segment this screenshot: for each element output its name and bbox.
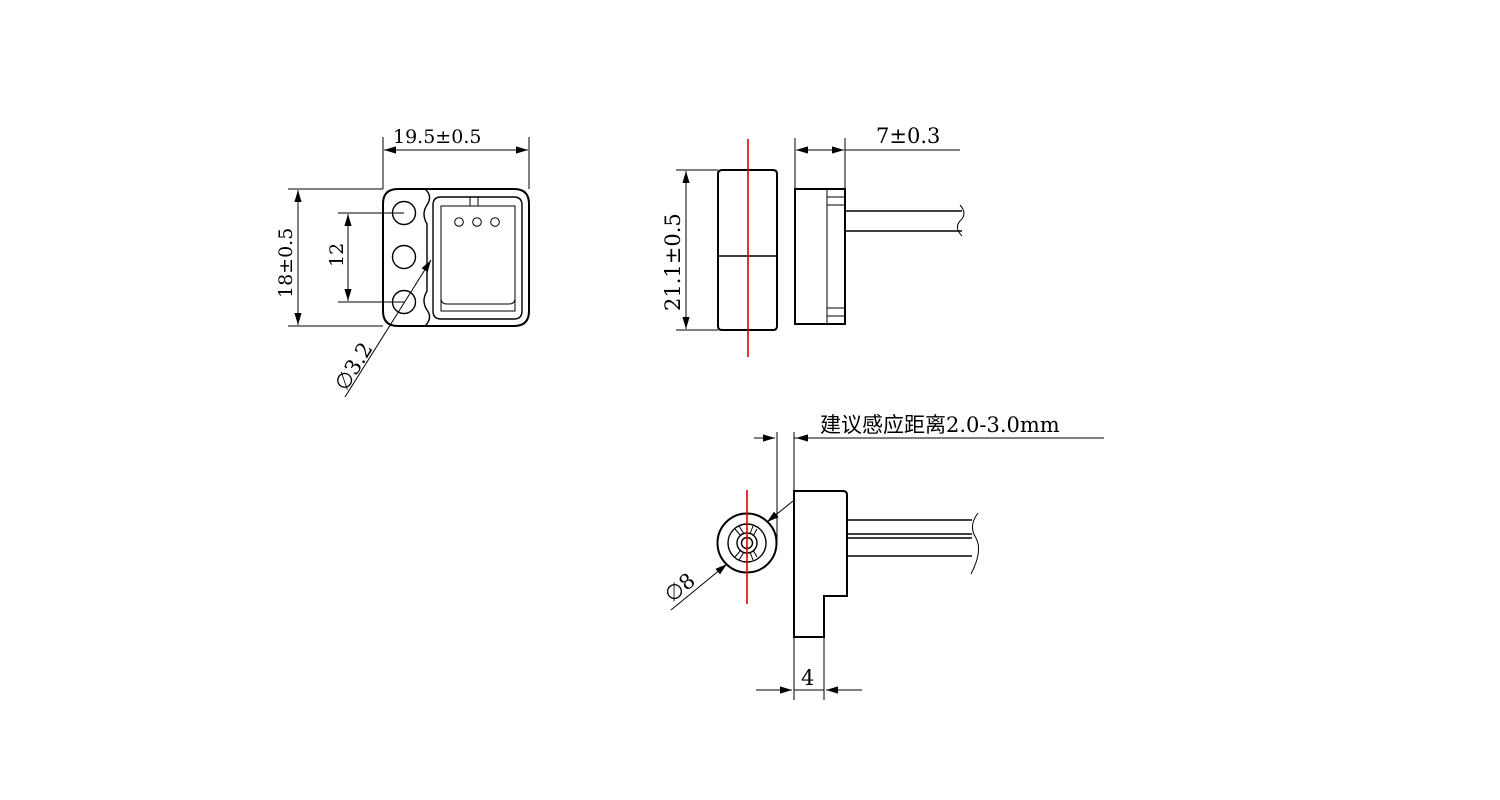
pipe-dia-dim-label: ∅8 <box>660 568 700 607</box>
top-height-dim-label: 18±0.5 <box>275 228 297 298</box>
pipe-dia-leader <box>670 563 728 611</box>
side-view-cable <box>845 210 962 232</box>
side-height-dim-label: 21.1±0.5 <box>661 213 685 311</box>
hole-dia-dim-label: ∅3.2 <box>330 338 378 395</box>
top-view-separator <box>423 188 431 327</box>
base-dim-label: 4 <box>801 666 814 690</box>
connector-latch <box>469 197 479 206</box>
hole-dia-leader <box>344 259 432 398</box>
bottom-view: 建议感应距离2.0-3.0mm ∅8 4 <box>660 413 1104 700</box>
pipe-hatching <box>734 525 758 561</box>
top-view-body-outline <box>382 188 530 327</box>
bottom-view-cable-break <box>970 512 980 575</box>
side-view-body <box>717 169 778 331</box>
side-view: 21.1±0.5 7±0.3 <box>661 124 965 357</box>
connector-pin-3 <box>490 217 500 227</box>
mounting-hole-middle <box>391 244 417 270</box>
bottom-view-body <box>793 490 848 638</box>
top-view: 19.5±0.5 18±0.5 12 ∅3.2 <box>275 126 530 398</box>
connector-pin-1 <box>454 217 464 227</box>
sensing-distance-note: 建议感应距离2.0-3.0mm <box>820 413 1060 437</box>
side-thickness-dim-label: 7±0.3 <box>876 124 940 148</box>
connector-housing <box>432 196 523 320</box>
bottom-view-cable <box>847 519 972 557</box>
hole-pitch-dim-label: 12 <box>326 243 348 267</box>
side-view-cable-break <box>956 204 965 237</box>
side-view-module <box>794 188 846 325</box>
side-view-module-steps <box>826 189 845 324</box>
top-width-dim-label: 19.5±0.5 <box>393 126 481 148</box>
connector-inner <box>440 205 516 312</box>
connector-pin-2 <box>472 217 482 227</box>
connector-inner-bottom <box>440 297 516 305</box>
